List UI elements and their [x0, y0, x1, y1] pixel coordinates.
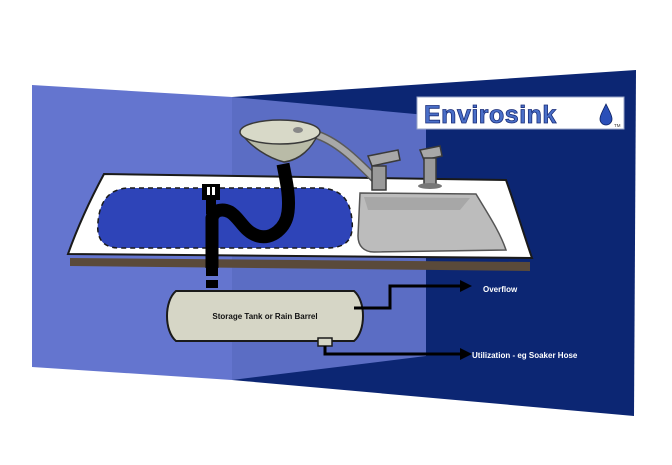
- storage-tank: [166, 290, 364, 347]
- logo-text: Envirosink: [424, 101, 557, 129]
- right-basin-shading: [364, 197, 470, 210]
- utilization-arrow: [460, 348, 472, 360]
- faucet: [309, 129, 443, 191]
- envirosink-logo: Envirosink TM: [416, 96, 625, 130]
- overflow-label: Overflow: [483, 285, 518, 294]
- overflow-arrow: [460, 280, 472, 292]
- drain-pipe: [202, 162, 295, 288]
- outlet-pipes: [323, 280, 472, 360]
- left-basin: [96, 187, 354, 249]
- utilization-label: Utilization - eg Soaker Hose: [472, 351, 578, 360]
- tank-label: Storage Tank or Rain Barrel: [212, 312, 317, 321]
- countertop-edge: [70, 258, 530, 271]
- funnel-bowl: [239, 119, 321, 163]
- water-drop-icon: [599, 103, 613, 126]
- trademark-mark: TM: [614, 123, 621, 128]
